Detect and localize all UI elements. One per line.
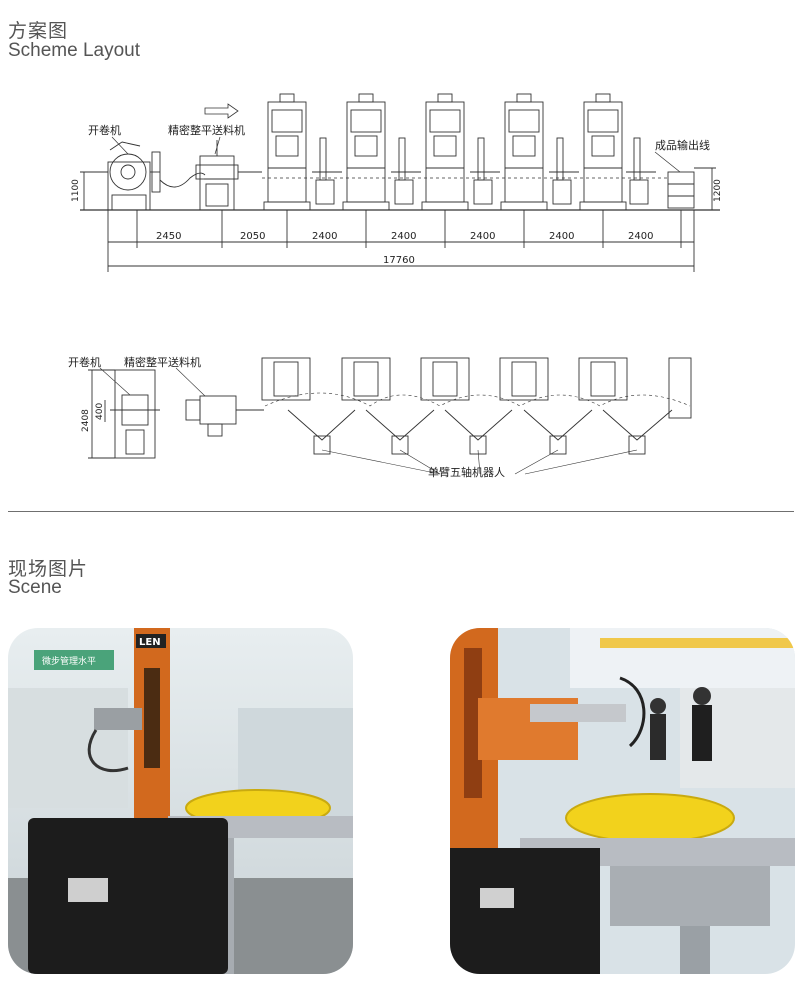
photo-brand: LEN (139, 637, 161, 648)
scheme-title-cn: 方案图 (8, 20, 69, 42)
dim-3: 2400 (312, 231, 337, 242)
feeder-machine (195, 140, 262, 211)
robot-3 (470, 137, 500, 205)
robot-4 (549, 137, 579, 205)
plan-robots (287, 409, 673, 455)
dim-7: 2400 (628, 231, 653, 242)
plan-press-3 (420, 357, 470, 401)
scene-title-en: Scene (8, 577, 62, 598)
plan-label-robot: 单臂五轴机器人 (428, 465, 505, 479)
plan-press-1 (261, 357, 311, 401)
label-output-line: 成品输出线 (655, 138, 710, 152)
plan-dim-inner: 400 (95, 403, 105, 420)
brand-plate (136, 634, 166, 648)
press-2 (342, 93, 390, 211)
plan-press-5 (578, 357, 628, 401)
scene-title-cn: 现场图片 (8, 558, 89, 580)
scheme-plan-diagram: 开卷机 精密整平送料机 单臂五轴机器人 2408 400 (68, 355, 692, 479)
dim-2: 2050 (240, 231, 265, 242)
press-3 (421, 93, 469, 211)
scheme-title-en: Scheme Layout (8, 40, 141, 61)
dim-6: 2400 (549, 231, 574, 242)
dim-total: 17760 (383, 255, 415, 266)
robot-1 (312, 137, 342, 205)
press-5 (579, 93, 627, 211)
label-uncoiler: 开卷机 (88, 123, 121, 137)
dim-5: 2400 (470, 231, 495, 242)
dim-4: 2400 (391, 231, 416, 242)
plan-label-feeder: 精密整平送料机 (124, 355, 201, 369)
section-divider (8, 511, 794, 512)
plan-press-2 (341, 357, 391, 401)
robot-5 (626, 137, 656, 205)
plan-dim-width: 2408 (81, 409, 91, 432)
press-1 (263, 93, 311, 211)
dim-1: 2450 (156, 231, 181, 242)
scheme-side-diagram: 开卷机 精密整平送料机 成品输出线 1100 1200 2450 2050 24… (71, 93, 723, 272)
uncoiler-machine (107, 141, 161, 211)
press-4 (500, 93, 548, 211)
robot-2 (391, 137, 421, 205)
scene-photo-right (450, 628, 795, 974)
label-feeder: 精密整平送料机 (168, 123, 245, 137)
photo-sign-text: 微步管理水平 (42, 655, 96, 667)
green-sign (34, 650, 114, 670)
scene-photo-left: 微步管理水平 LEN (8, 628, 353, 974)
output-line (667, 171, 695, 209)
plan-press-4 (499, 357, 549, 401)
dim-right-height: 1200 (713, 179, 723, 202)
plan-label-uncoiler: 开卷机 (68, 355, 101, 369)
dim-left-height: 1100 (71, 179, 81, 202)
